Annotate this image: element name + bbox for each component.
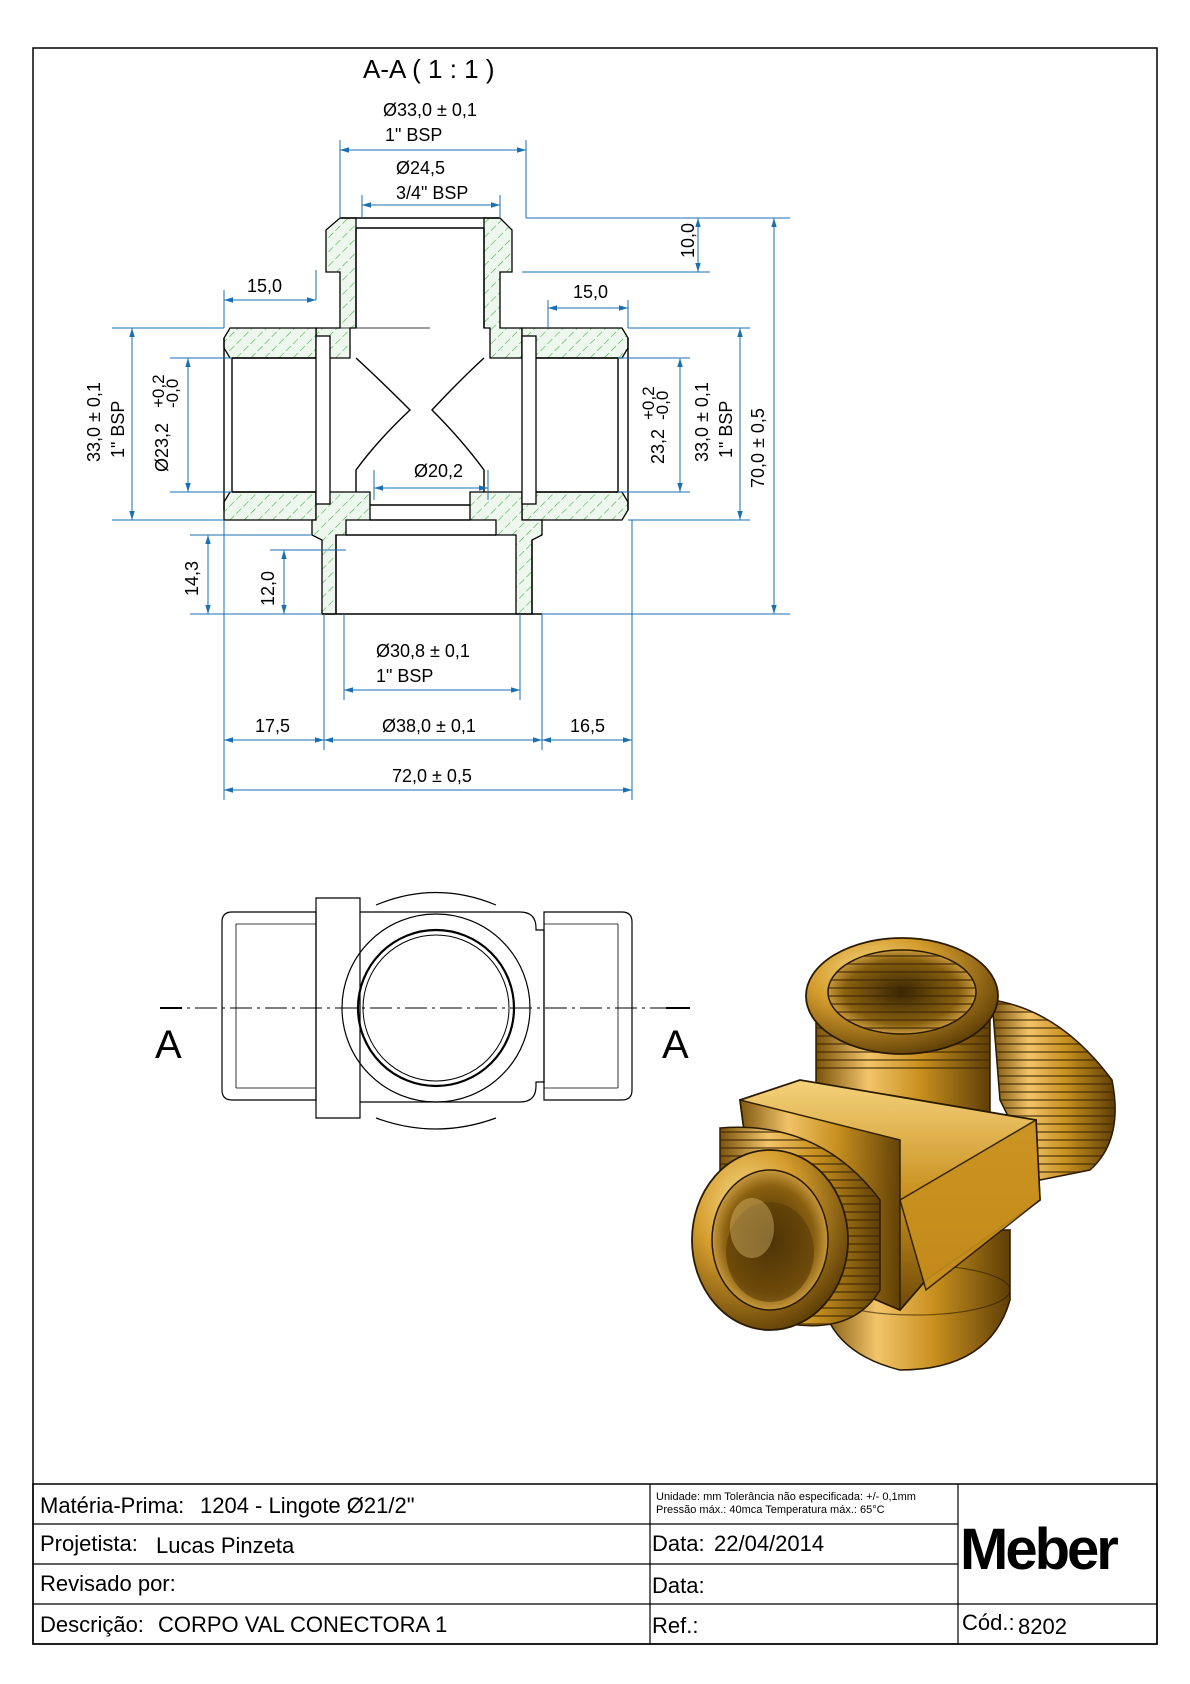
dim-left-outer-dia: 33,0 ± 0,1: [84, 382, 104, 462]
cut-label-right: A: [662, 1023, 689, 1067]
front-view: [160, 891, 690, 1130]
reviewed-label: Revisado por:: [40, 1571, 176, 1596]
dim-left-outer-thread: 1" BSP: [108, 401, 128, 458]
date2-label: Data:: [652, 1573, 705, 1598]
designer-value: Lucas Pinzeta: [156, 1533, 295, 1558]
dim-bottom-height-inner: 12,0: [258, 571, 278, 606]
dim-right-outer-thread: 1" BSP: [716, 401, 736, 458]
dim-right-inner-tol-minus: -0,0: [653, 391, 672, 420]
title-block: Matéria-Prima: 1204 - Lingote Ø21/2" Uni…: [32, 1483, 1158, 1645]
dim-right-offset: 16,5: [570, 716, 605, 736]
dim-center-bore: Ø20,2: [414, 461, 463, 481]
dim-bottom-height-outer: 14,3: [182, 561, 202, 596]
right-groove: [521, 335, 537, 505]
dim-total-height: 70,0 ± 0,5: [748, 408, 768, 488]
section-view: A-A ( 1 : 1 ): [84, 54, 790, 800]
cut-label-left: A: [155, 1023, 182, 1067]
section-hatched-body: [223, 217, 629, 615]
notes-line1: Unidade: mm Tolerância não especificada:…: [656, 1491, 916, 1503]
dim-right-length: 15,0: [573, 282, 608, 302]
section-dimensions: [112, 140, 790, 800]
dim-body-dia: Ø38,0 ± 0,1: [382, 716, 476, 736]
left-groove: [315, 335, 331, 505]
section-dimension-texts: Ø33,0 ± 0,1 1" BSP Ø24,5 3/4" BSP 15,0 1…: [84, 100, 768, 786]
ref-label: Ref.:: [652, 1613, 698, 1638]
material-value: 1204 - Lingote Ø21/2": [200, 1493, 415, 1518]
dim-top-outer-dia: Ø33,0 ± 0,1: [383, 100, 477, 120]
code-value: 8202: [1018, 1614, 1067, 1639]
description-label: Descrição:: [40, 1612, 144, 1637]
dim-right-inner-tol-plus: +0,2: [639, 386, 658, 420]
description-value: CORPO VAL CONECTORA 1: [158, 1612, 447, 1637]
dim-top-height: 10,0: [678, 223, 698, 258]
dim-right-inner-dia: 23,2: [648, 429, 668, 464]
dim-total-width: 72,0 ± 0,5: [392, 766, 472, 786]
dim-bottom-dia: Ø30,8 ± 0,1: [376, 641, 470, 661]
designer-label: Projetista:: [40, 1531, 138, 1556]
dim-top-inner-dia: Ø24,5: [396, 158, 445, 178]
material-label: Matéria-Prima:: [40, 1493, 184, 1518]
dim-bottom-thread: 1" BSP: [376, 666, 433, 686]
date-value: 22/04/2014: [714, 1531, 824, 1556]
dim-top-outer-thread: 1" BSP: [385, 125, 442, 145]
dim-left-inner-tol-minus: -0,0: [163, 379, 182, 408]
render-3d: [691, 937, 1116, 1371]
company-logo: Meber: [960, 1517, 1118, 1582]
dim-top-inner-thread: 3/4" BSP: [396, 183, 468, 203]
dim-right-outer-dia: 33,0 ± 0,1: [692, 382, 712, 462]
section-outline: [223, 217, 629, 615]
dim-left-offset: 17,5: [255, 716, 290, 736]
dim-left-inner-dia: Ø23,2: [152, 423, 172, 472]
code-label: Cód.:: [962, 1610, 1015, 1635]
date-label: Data:: [652, 1531, 705, 1556]
notes-line2: Pressão máx.: 40mca Temperatura máx.: 65…: [656, 1504, 885, 1516]
dim-left-length: 15,0: [247, 276, 282, 296]
dim-left-inner-tol-plus: +0,2: [149, 374, 168, 408]
section-title: A-A ( 1 : 1 ): [363, 54, 495, 84]
